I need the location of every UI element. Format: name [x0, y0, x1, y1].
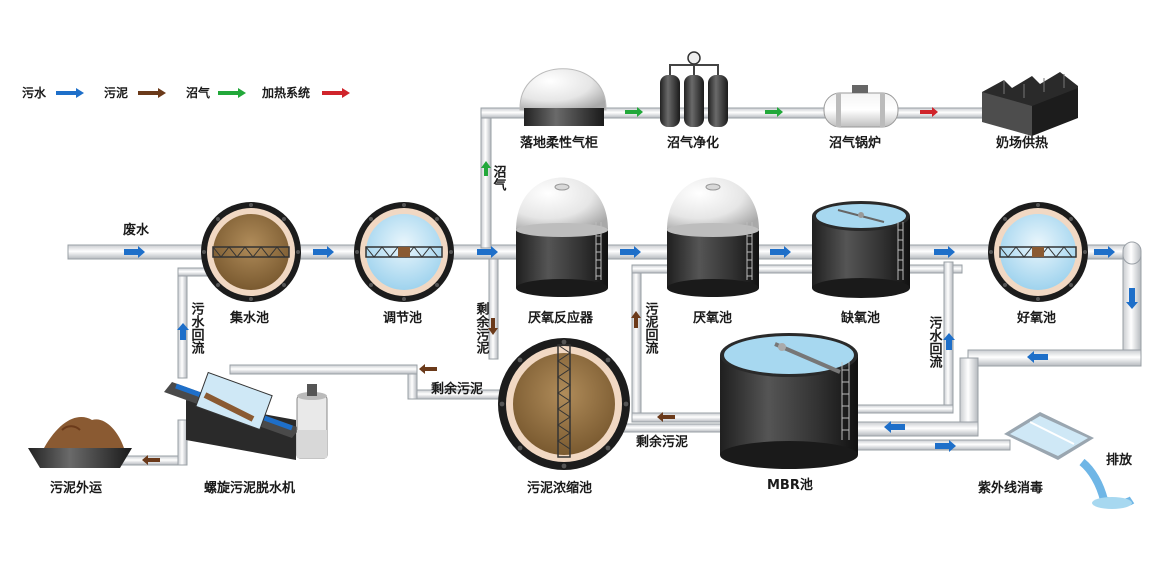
flow-arrows	[124, 107, 1138, 465]
equalization-tank	[354, 202, 454, 302]
excess-sludge-vertical-label: 剩余污泥	[474, 301, 491, 355]
gas-holder-label: 落地柔性气柜	[520, 135, 598, 151]
return-pipe	[967, 349, 1142, 367]
anaerobic-reactor	[516, 177, 608, 297]
uv-disinfection-label: 紫外线消毒	[978, 480, 1043, 496]
sewage-arrow-icon	[943, 333, 955, 350]
to-mbr-pipe	[849, 421, 979, 437]
sludge-arrow-icon	[631, 311, 641, 328]
biogas-boiler	[823, 85, 899, 128]
sludge-cart	[28, 417, 132, 468]
pipes	[67, 107, 1142, 466]
discharge-label: 排放	[1106, 452, 1133, 468]
sludge-arrow-icon	[657, 412, 675, 422]
biogas-purifier	[660, 51, 728, 127]
biogas-arrow-icon	[481, 161, 491, 176]
sewage-arrow-icon	[770, 246, 791, 258]
biogas-boiler-label: 沼气锅炉	[829, 135, 881, 151]
sewage-arrow-icon	[1126, 288, 1138, 309]
wastewater-in-label: 废水	[123, 222, 150, 238]
sewage-arrow-icon	[124, 246, 145, 258]
biogas-riser	[480, 111, 492, 249]
equalization-tank-label: 调节池	[383, 310, 422, 326]
biogas-purification-label: 沼气净化	[667, 135, 719, 151]
aerobic-tank-label: 好氧池	[1016, 310, 1056, 326]
anaerobic-tank	[667, 177, 759, 297]
sewage-arrow-icon	[935, 440, 956, 452]
legend-sludge-label: 污泥	[104, 85, 128, 100]
return-sewage-left-label: 污水回流	[189, 301, 205, 355]
legend-sewage-arrow-icon	[56, 88, 84, 98]
legend: 污水 污泥 沼气 加热系统	[22, 85, 350, 100]
anaerobic-tank-label: 厌氧池	[693, 310, 732, 326]
sewage-arrow-icon	[1027, 351, 1048, 363]
mbr-tank-label: MBR池	[767, 477, 813, 493]
legend-biogas-arrow-icon	[218, 88, 246, 98]
anoxic-tank	[812, 201, 910, 298]
anaerobic-reactor-label: 厌氧反应器	[528, 310, 594, 326]
legend-heating-label: 加热系统	[261, 85, 310, 100]
collection-tank-label: 集水池	[229, 310, 269, 326]
excess-sludge-top-label: 剩余污泥	[431, 381, 483, 397]
gas-holder	[519, 68, 607, 126]
sewage-arrow-icon	[884, 421, 905, 433]
sludge-outbound-label: 污泥外运	[50, 480, 102, 496]
sludge-thickener-label: 污泥浓缩池	[527, 480, 592, 496]
excess-sludge-bottom-label: 剩余污泥	[636, 434, 688, 450]
biogas-arrow-icon	[625, 107, 643, 117]
screw-dewatering-label: 螺旋污泥脱水机	[204, 480, 295, 496]
sludge-arrow-icon	[142, 455, 160, 465]
biogas-flow-label: 沼气	[491, 165, 507, 192]
screw-dewatering-machine	[164, 371, 328, 460]
sewage-arrow-icon	[177, 323, 189, 340]
sludge-arrow-icon	[488, 318, 498, 335]
uv-disinfection	[1004, 412, 1135, 509]
anoxic-tank-label: 缺氧池	[840, 310, 880, 326]
sewage-arrow-icon	[1094, 246, 1115, 258]
legend-biogas-label: 沼气	[186, 85, 210, 100]
return-sewage-right-label: 污水回流	[927, 315, 943, 369]
dairy-heating-label: 奶场供热	[995, 135, 1048, 151]
dairy-barn	[982, 72, 1078, 136]
biogas-arrow-icon	[765, 107, 783, 117]
legend-heating-arrow-icon	[322, 88, 350, 98]
sludge-arrow-icon	[419, 364, 437, 374]
sewage-arrow-icon	[313, 246, 334, 258]
mbr-tank	[720, 333, 858, 469]
collection-tank	[201, 202, 301, 302]
sewage-arrow-icon	[934, 246, 955, 258]
labels: 废水 集水池 调节池 厌氧反应器 厌氧池 缺氧池 好氧池 MBR池 污泥浓缩池 …	[50, 135, 1133, 496]
heating-arrow-icon	[920, 107, 938, 117]
sewage-arrow-icon	[620, 246, 641, 258]
sludge-thickener	[498, 338, 630, 470]
sludge-return-label: 污泥回流	[643, 301, 659, 355]
legend-sludge-arrow-icon	[138, 88, 166, 98]
aerobic-tank	[988, 202, 1088, 302]
legend-sewage-label: 污水	[22, 85, 47, 100]
sewage-arrow-icon	[477, 246, 498, 258]
